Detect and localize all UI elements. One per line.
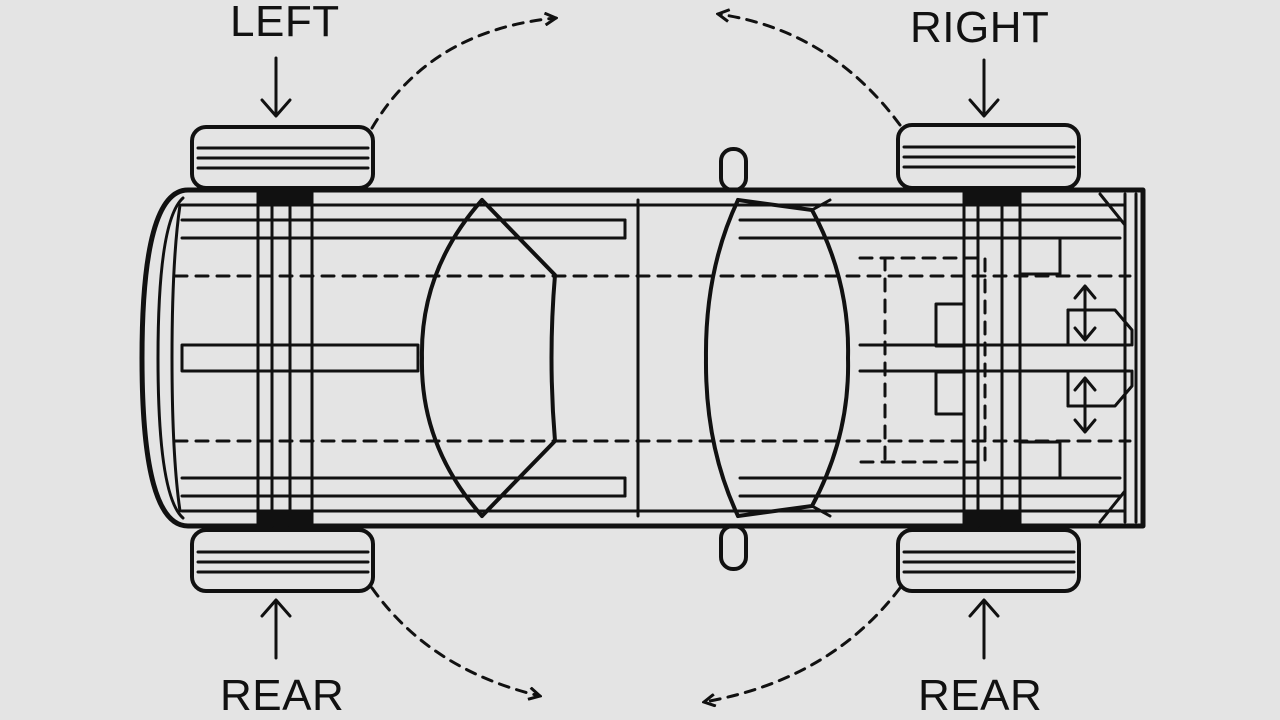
wheel-front-left	[190, 125, 375, 190]
wheel-front-right	[896, 123, 1081, 190]
cabin-frame	[419, 198, 851, 518]
front-suspension	[858, 188, 1134, 528]
vehicle-body-outline	[139, 187, 1146, 529]
side-rails	[180, 203, 1127, 513]
label-arrows	[260, 56, 1000, 660]
side-mirrors	[719, 147, 748, 571]
steering-arrows	[1073, 284, 1097, 434]
label-rear-right: REAR	[918, 671, 1043, 720]
label-left: LEFT	[230, 0, 340, 46]
rear-crossmember	[180, 188, 420, 528]
wheel-rear-right	[896, 528, 1081, 593]
label-rear-left: REAR	[220, 671, 345, 720]
wheel-rear-left	[190, 528, 375, 593]
center-guide-lines	[173, 256, 1132, 464]
rotation-arrows	[370, 14, 902, 702]
label-right: RIGHT	[910, 3, 1050, 52]
